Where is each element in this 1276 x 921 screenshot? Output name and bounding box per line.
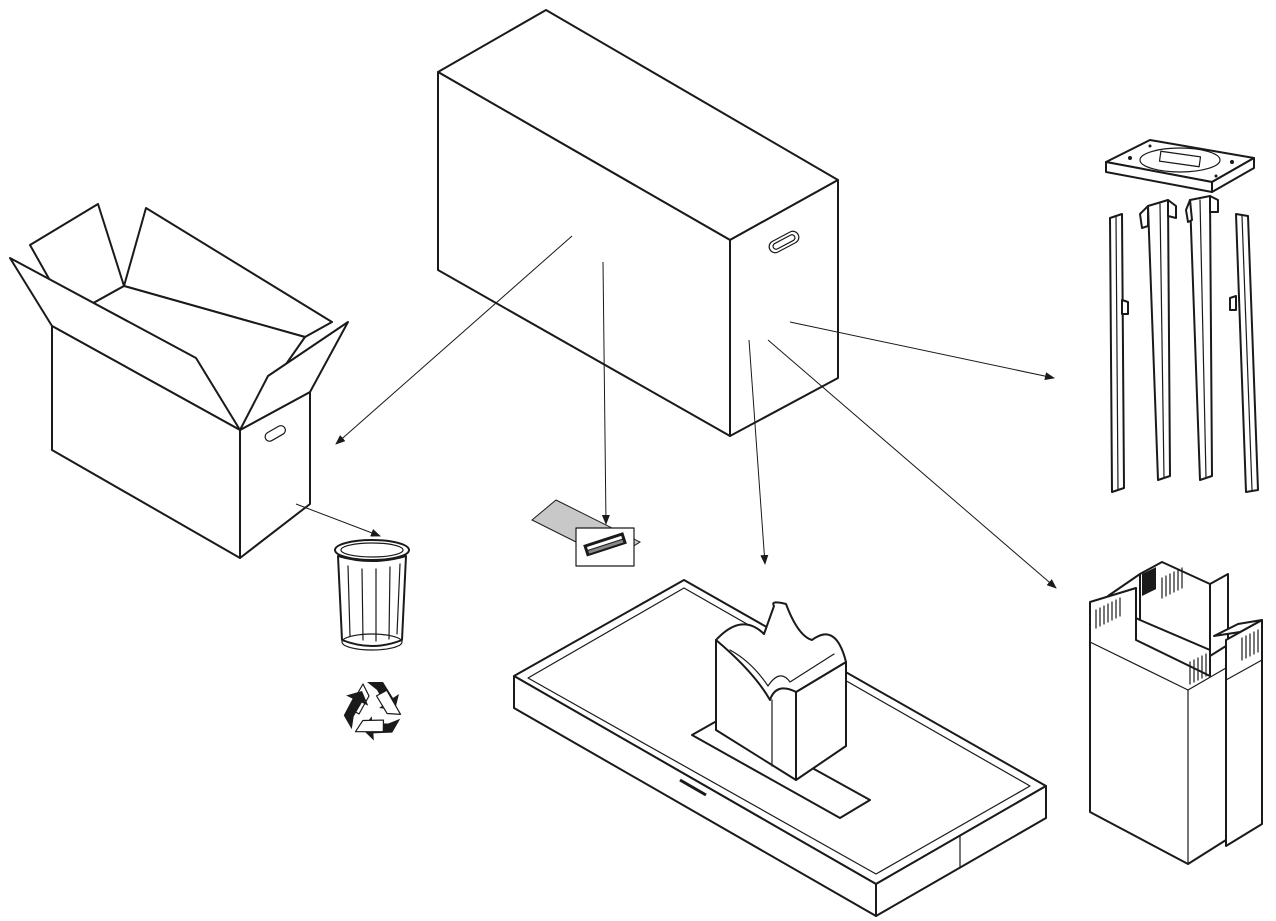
chimney-covers xyxy=(1089,561,1263,865)
arrow-to-hood-body xyxy=(748,339,769,565)
bracket-rail-4 xyxy=(1229,213,1259,493)
bracket-rail-1 xyxy=(1109,213,1129,493)
arrow-to-chimney-covers xyxy=(767,339,1057,589)
mounting-plate xyxy=(1105,139,1255,193)
bracket-rail-3 xyxy=(1185,195,1219,481)
arrows xyxy=(295,235,1057,589)
hardware-bag xyxy=(531,499,642,567)
arrow-to-trash xyxy=(295,503,381,537)
arrow-to-hardware-bag xyxy=(601,261,610,525)
hood-body xyxy=(513,579,1047,917)
bracket-rail-2 xyxy=(1139,199,1177,481)
cardboard-insert xyxy=(715,601,847,781)
arrow-to-open-box xyxy=(335,235,573,445)
vent-slots xyxy=(1095,567,1259,685)
trash-can xyxy=(334,539,410,651)
open-box-handle xyxy=(264,425,286,442)
box-handle-hole xyxy=(768,230,800,254)
empty-open-box xyxy=(9,203,349,559)
sealed-shipping-box xyxy=(437,9,839,437)
recycle-icon xyxy=(343,682,402,741)
arrow-to-brackets xyxy=(789,321,1055,381)
mounting-bracket-assembly xyxy=(1105,139,1259,493)
